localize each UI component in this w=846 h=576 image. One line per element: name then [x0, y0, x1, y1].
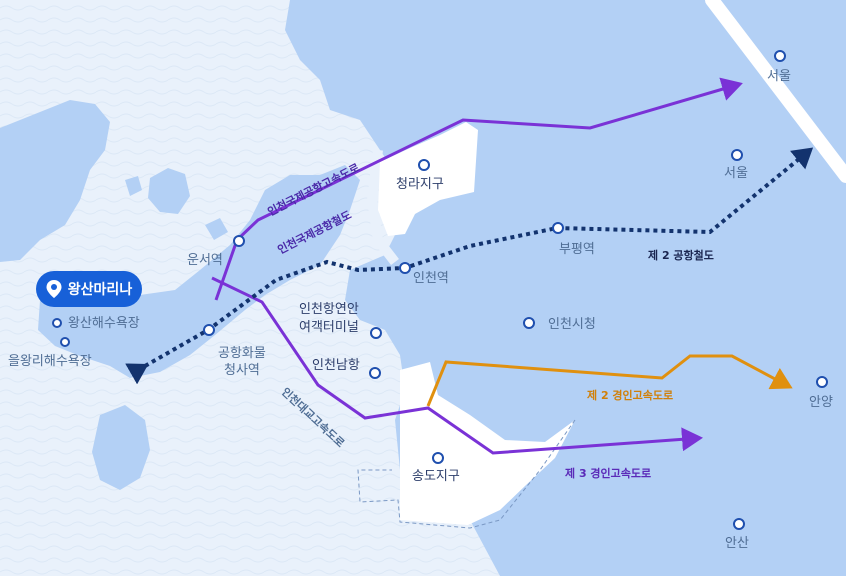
seoul-mid-pin	[731, 149, 743, 161]
songdo-label: 송도지구	[412, 469, 460, 484]
seoul-mid-label: 서울	[724, 166, 748, 181]
third-gyeongin-label: 제 3 경인고속도로	[565, 467, 652, 480]
incheon-station-pin	[399, 262, 411, 274]
city-hall-pin	[523, 317, 535, 329]
city-hall-label: 인천시청	[548, 317, 596, 332]
cheongna-pin	[418, 159, 430, 171]
second-gyeongin-label: 제 2 경인고속도로	[587, 389, 674, 402]
yongyu-island	[0, 100, 110, 262]
anyang-label: 안양	[809, 395, 833, 410]
wangsan-marina-badge[interactable]: 왕산마리나	[36, 271, 142, 307]
bupyeong-label: 부평역	[559, 242, 595, 257]
ferry-terminal-label-1: 인천항연안	[299, 302, 359, 317]
second-airport-rail-line	[125, 147, 814, 385]
location-pin-icon	[46, 280, 62, 298]
seoul-top-label: 서울	[767, 69, 791, 84]
unseo-label: 운서역	[187, 253, 223, 268]
airport-cargo-label-1: 공항화물	[218, 346, 266, 361]
incheon-bridge	[705, 0, 846, 183]
bupyeong-pin	[552, 222, 564, 234]
songdo-reclaimed-outline	[357, 419, 576, 529]
eulwangri-beach-label: 을왕리해수욕장	[8, 354, 92, 369]
seoul-top-pin	[774, 50, 786, 62]
islet	[92, 405, 150, 490]
wangsan-beach-label: 왕산해수욕장	[68, 316, 140, 331]
airport-cargo-label-2: 청사역	[224, 363, 260, 378]
south-port-label: 인천남항	[312, 358, 360, 373]
second-airport-rail-label: 제 2 공항철도	[648, 249, 714, 262]
unseo-pin	[233, 235, 245, 247]
ansan-pin	[733, 518, 745, 530]
songdo-district	[400, 362, 575, 525]
wangsan-beach-pin	[52, 318, 62, 328]
ferry-terminal-label-2: 여객터미널	[299, 320, 359, 335]
marina-label: 왕산마리나	[67, 282, 133, 298]
cheongna-label: 청라지구	[396, 177, 444, 192]
south-port-pin	[369, 367, 381, 379]
anyang-pin	[816, 376, 828, 388]
incheon-station-label: 인천역	[413, 271, 449, 286]
ansan-label: 안산	[725, 536, 749, 551]
eulwangri-beach-pin	[60, 337, 70, 347]
songdo-pin	[432, 452, 444, 464]
airport-cargo-pin	[203, 324, 215, 336]
ferry-terminal-pin	[370, 327, 382, 339]
